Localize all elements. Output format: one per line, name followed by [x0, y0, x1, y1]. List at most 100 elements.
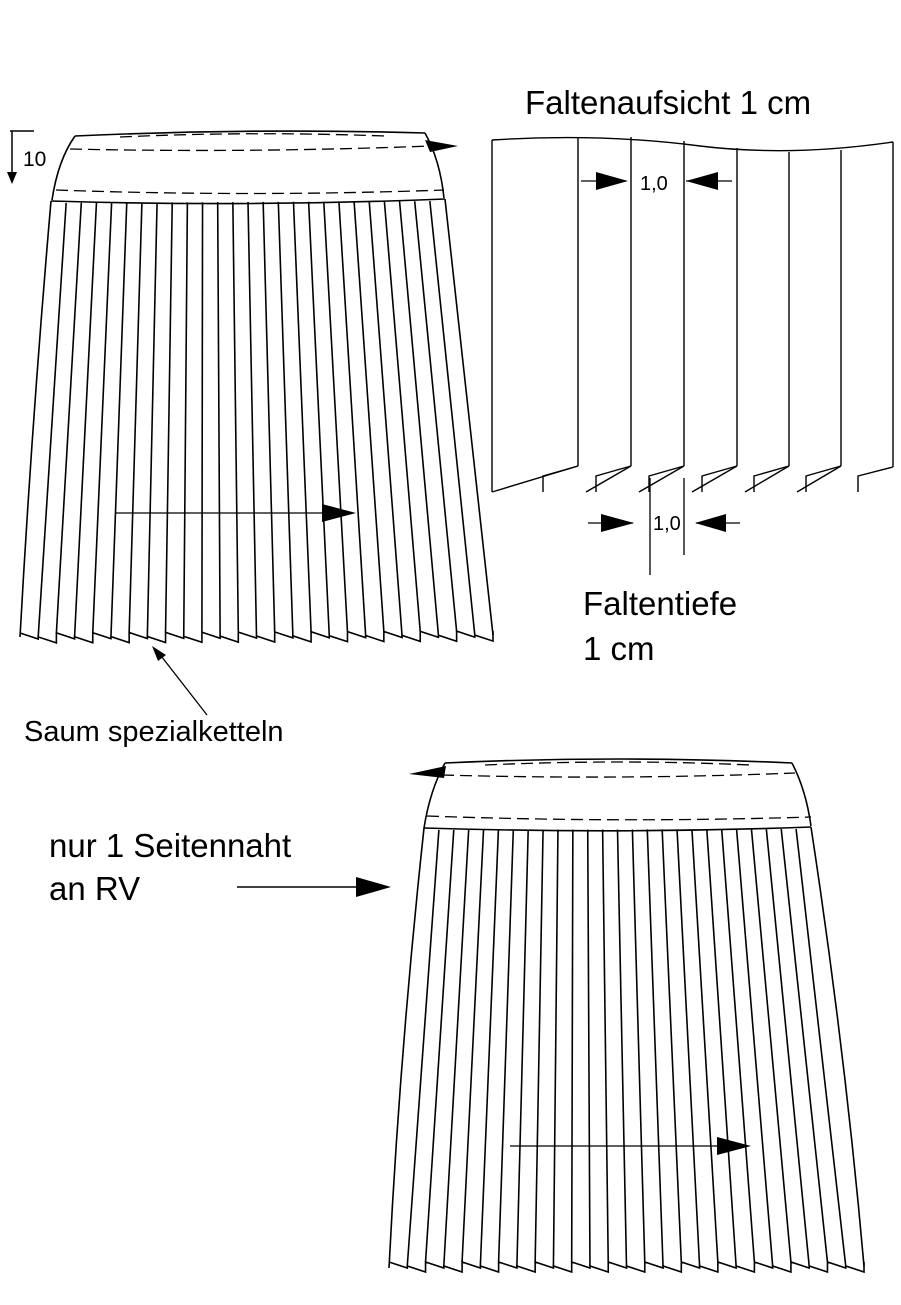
skirt2-waist-arrow-icon	[409, 766, 446, 778]
skirt2-side-left	[388, 827, 425, 1269]
hem-pointer-arrow-icon	[152, 646, 166, 661]
side-seam-line2: an RV	[49, 870, 140, 907]
skirt2-pleat-line	[720, 829, 756, 1263]
skirt2-hem	[388, 1260, 865, 1274]
pleat-top-view-title: Faltenaufsicht 1 cm	[525, 84, 811, 121]
skirt2-pleat-line	[765, 829, 810, 1267]
pleat-depth-notch	[857, 466, 894, 492]
skirt2-pleat-line	[616, 829, 628, 1267]
skirt1-yoke-right	[424, 132, 445, 199]
side-seam-arrow-icon	[356, 877, 391, 897]
skirt1-pleat-line	[262, 201, 276, 632]
pleat-width-bottom-dimension	[588, 478, 740, 575]
skirt1-pleats	[37, 200, 476, 637]
skirt2-pleat-line	[735, 829, 774, 1267]
skirt1-pleat-line	[232, 202, 240, 633]
skirt1-pleat-line	[368, 201, 403, 636]
skirt1-pleat-line	[413, 201, 458, 632]
pleat-width-top-label: 1,0	[640, 173, 668, 195]
skirt2-pleat-line	[424, 829, 455, 1263]
pleat-depth-notch	[542, 465, 579, 492]
skirt1-pleat-line	[338, 201, 367, 636]
pleat-fold-diagonal	[744, 465, 790, 493]
pleat-folds	[491, 137, 894, 493]
pleat-fold-diagonal	[585, 465, 632, 493]
skirt1-grainline-arrow-icon	[322, 504, 356, 522]
skirt2-pleat-line	[552, 829, 559, 1267]
skirt2-pleat-line	[516, 829, 529, 1267]
skirt-front-view	[19, 130, 494, 645]
skirt2-pleat-line	[601, 829, 610, 1263]
skirt1-yoke-seam	[50, 198, 446, 205]
pleat-width-bottom-label: 1,0	[653, 513, 681, 535]
pleat-depth-notch	[648, 465, 685, 492]
pleat-depth-line2: 1 cm	[583, 630, 655, 667]
skirt1-waist-dash-1	[69, 145, 431, 152]
skirt2-pleat-line	[691, 829, 719, 1263]
skirt2-pleat-line	[750, 829, 792, 1263]
pleat-depth-notch	[753, 465, 790, 492]
side-seam-line1: nur 1 Seitennaht	[49, 827, 291, 864]
skirt2-yoke-dash	[426, 815, 812, 821]
pleat-top-edge	[491, 136, 894, 152]
skirt2-waist-top	[444, 758, 793, 764]
pleat-top-view	[491, 136, 894, 493]
skirt2-pleat-line	[661, 829, 683, 1263]
pleat-depth-notch	[701, 465, 738, 492]
skirt1-pleat-line	[216, 202, 221, 637]
skirt1-pleat-line	[110, 202, 128, 637]
skirt2-pleats	[406, 828, 847, 1267]
skirt2-pleat-line	[534, 829, 544, 1263]
skirt2-pleat-line	[497, 829, 515, 1263]
skirt2-side-right	[810, 826, 865, 1267]
skirt2-pleat-line	[631, 829, 646, 1263]
hem-note: Saum spezialketteln	[24, 716, 284, 748]
waist-drop-label: 10	[23, 148, 46, 171]
skirt2-pleat-line	[676, 829, 701, 1267]
pleat-depth-notch	[595, 465, 632, 492]
skirt1-pleat-line	[322, 201, 349, 632]
skirt1-pleat-line	[146, 202, 158, 637]
skirt2-pleat-line	[780, 828, 829, 1263]
pleat-fold-diagonal	[638, 465, 685, 493]
skirt1-pleat-line	[383, 201, 422, 632]
left-arrow-icon	[686, 172, 718, 190]
skirt1-hem	[19, 630, 494, 645]
skirt1-waist-top	[74, 130, 426, 137]
skirt1-pleat-line	[128, 202, 143, 633]
right-arrow-icon	[601, 514, 634, 532]
skirt2-pleat-line	[795, 828, 847, 1267]
skirt2-yoke-seam	[423, 826, 812, 832]
skirt2-waist-inner	[484, 761, 751, 766]
skirt1-pleat-line	[201, 202, 204, 633]
skirt1-pleat-line	[429, 200, 476, 636]
skirt2-pleat-line	[586, 829, 591, 1267]
waist-drop-marker	[7, 130, 34, 184]
skirt1-waist-inner	[119, 133, 386, 138]
skirt1-pleat-line	[73, 202, 98, 637]
skirt1-yoke-dash	[55, 189, 445, 195]
pleat-depth-line1: Faltentiefe	[583, 585, 737, 622]
skirt1-side-left	[19, 200, 52, 638]
skirt1-pleat-line	[182, 202, 189, 637]
skirt1-pleat-line	[292, 201, 312, 632]
skirt1-pleat-line	[353, 201, 385, 632]
skirt2-waist-dash-1	[441, 772, 796, 778]
skirt2-grainline-arrow-icon	[717, 1137, 751, 1155]
skirt2-pleat-line	[461, 829, 485, 1263]
skirt2-pleat-line	[646, 829, 664, 1267]
pleat-fold-diagonal	[796, 465, 842, 493]
skirt2-pleat-line	[406, 829, 440, 1267]
skirt2-pleat-line	[479, 829, 500, 1267]
skirt2-pleat-line	[706, 829, 737, 1267]
skirt1-yoke-left	[51, 135, 76, 201]
down-arrow-icon	[7, 172, 17, 184]
skirt1-pleat-line	[37, 202, 67, 637]
skirt1-side-right	[444, 198, 494, 636]
skirt-back-view	[388, 758, 865, 1274]
right-arrow-icon	[596, 172, 628, 190]
skirt1-pleat-line	[307, 201, 331, 636]
skirt1-pleat-line	[247, 201, 258, 637]
